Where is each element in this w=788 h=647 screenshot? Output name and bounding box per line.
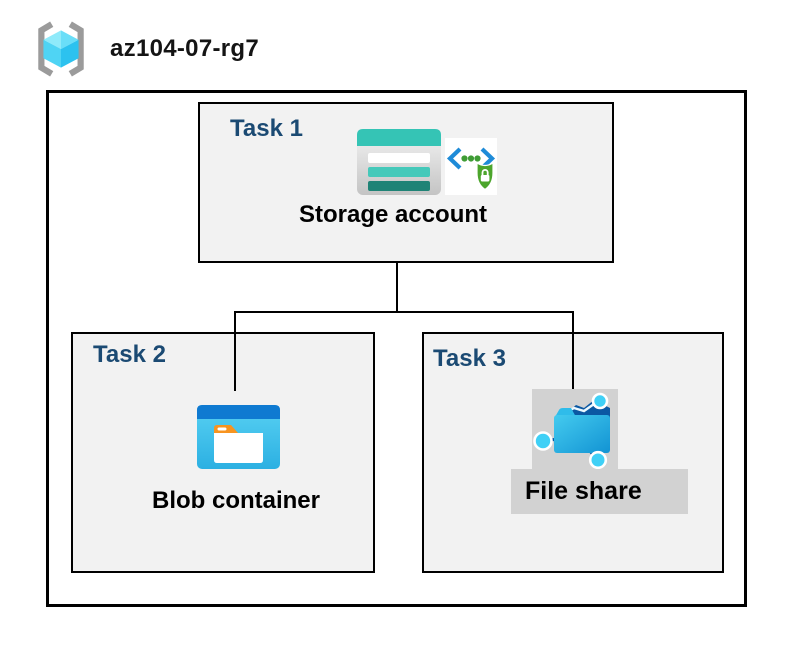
connector-to-file-share [572, 312, 574, 389]
task2-label: Task 2 [93, 341, 166, 368]
file-share-icon [532, 389, 618, 470]
task1-box: Task 1 [198, 102, 614, 263]
task2-resource-label: Blob container [151, 487, 320, 514]
task1-label: Task 1 [230, 115, 303, 142]
connector-storage-trunk [396, 263, 398, 312]
task2-box: Task 2 Blob container [71, 332, 375, 573]
storage-account-icon [357, 129, 441, 195]
resource-group-icon [30, 18, 92, 80]
resource-group-name: az104-07-rg7 [110, 35, 260, 62]
blob-container-icon [197, 405, 280, 469]
task1-resource-label: Storage account [298, 201, 488, 228]
task3-box: Task 3 File share [422, 332, 724, 573]
file-share-highlight: File share [511, 469, 688, 514]
task3-resource-label: File share [525, 477, 642, 505]
secured-endpoint-icon [445, 138, 497, 195]
resource-group-header: az104-07-rg7 [30, 18, 259, 80]
connector-to-blob-container [234, 312, 236, 391]
connector-horizontal [234, 311, 574, 313]
task3-label: Task 3 [433, 345, 506, 372]
